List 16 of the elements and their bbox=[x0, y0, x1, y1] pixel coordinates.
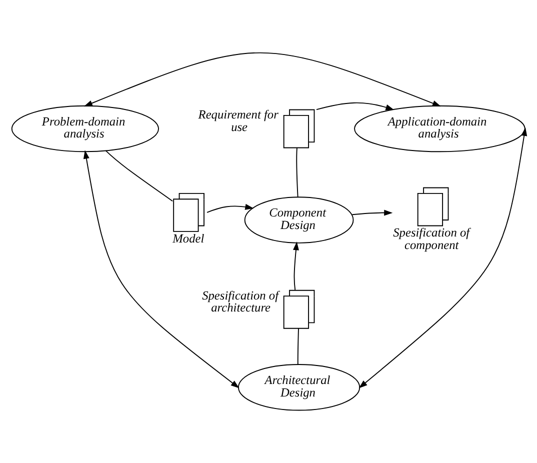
arrow bbox=[352, 210, 393, 216]
arrow bbox=[358, 127, 528, 388]
arrow bbox=[84, 52, 442, 106]
node-ellipse: Problem-domain analysis bbox=[11, 105, 159, 152]
node-label: Spesification of architecture bbox=[202, 288, 279, 315]
node-ellipse: Architectural Design bbox=[238, 364, 360, 411]
arrow bbox=[316, 102, 394, 110]
arrow bbox=[206, 204, 254, 213]
node-label: Spesification of component bbox=[393, 226, 470, 252]
arrow bbox=[83, 150, 240, 388]
connector bbox=[296, 148, 298, 198]
node-label: Requirement for use bbox=[198, 108, 278, 134]
node-label: Model bbox=[172, 231, 204, 246]
arrow bbox=[293, 242, 299, 290]
connector bbox=[105, 150, 174, 202]
connector bbox=[297, 328, 299, 365]
